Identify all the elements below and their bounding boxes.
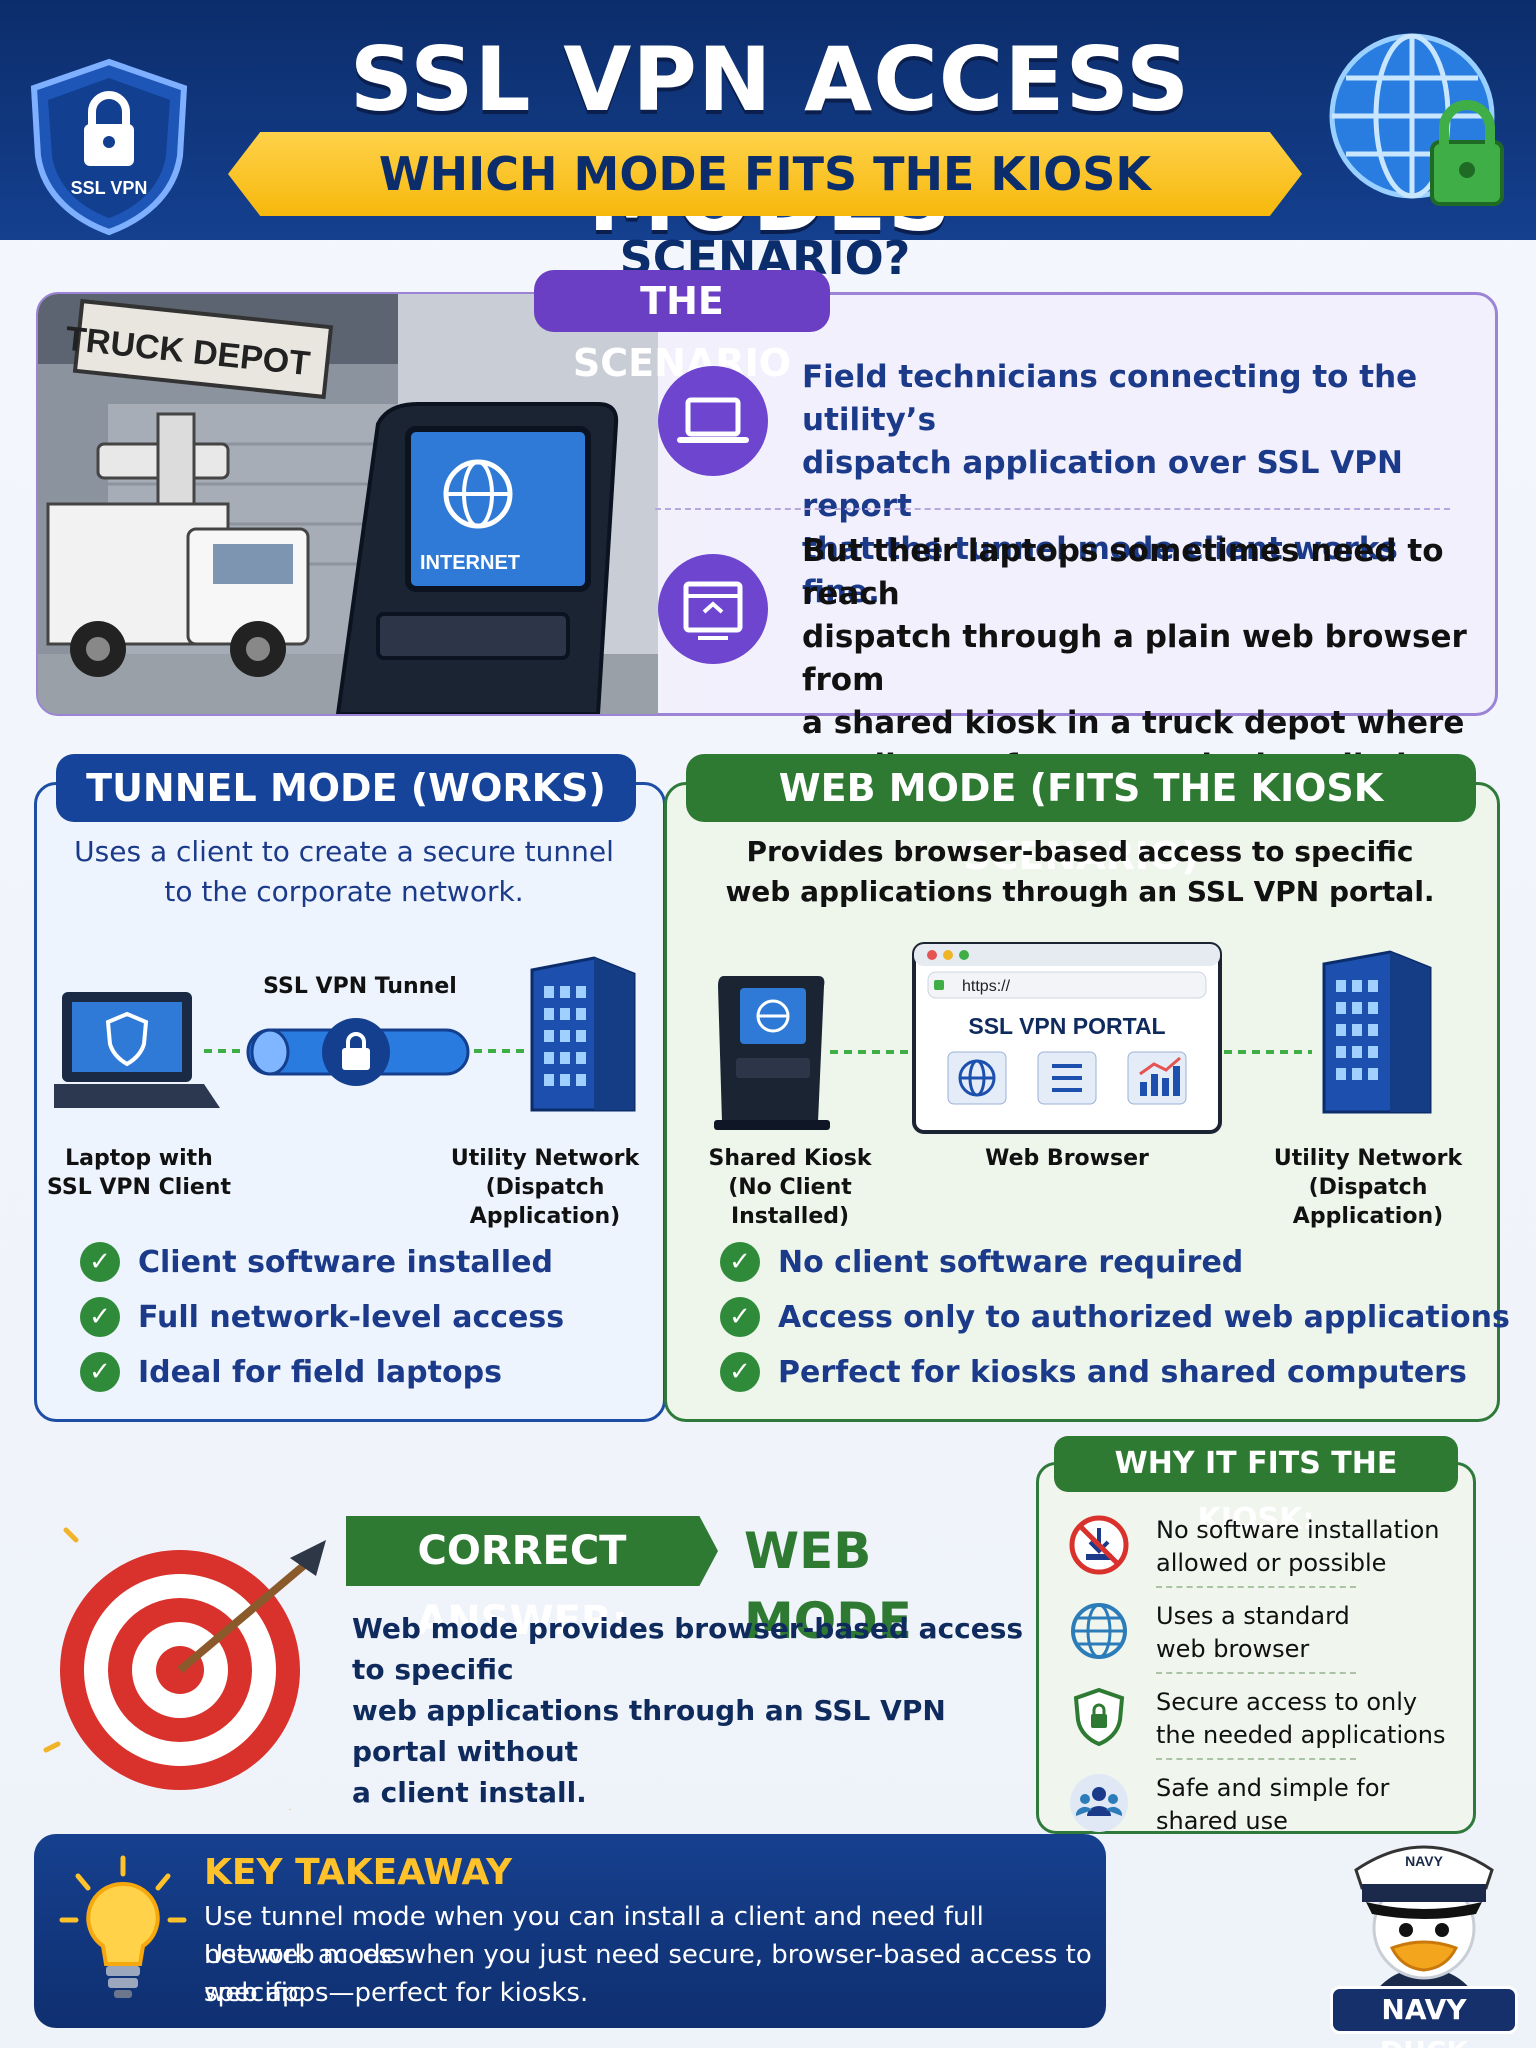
takeaway-line: web apps—perfect for kiosks. — [204, 1978, 589, 2008]
web-mode-description: Provides browser-based access to specifi… — [725, 835, 1435, 908]
check-icon: ✓ — [80, 1352, 120, 1392]
answer-explanation: Web mode provides browser-based access t… — [352, 1612, 1024, 1809]
scenario-text-2: But their laptops sometimes need to reac… — [802, 533, 1467, 784]
laptop-label: Laptop with SSL VPN Client — [47, 1146, 231, 1200]
browser-url: https:// — [962, 978, 1011, 995]
shield-label: SSL VPN — [71, 178, 148, 198]
scenario-heading: THE SCENARIO — [534, 270, 830, 385]
globe-lock-icon — [1329, 33, 1504, 206]
utility-network-label: Utility Network (Dispatch Application) — [450, 1146, 640, 1229]
shared-kiosk-label: Shared Kiosk (No Client Installed) — [708, 1146, 872, 1229]
check-icon: ✓ — [720, 1297, 760, 1337]
tunnel-label: SSL VPN Tunnel — [263, 974, 457, 999]
check-icon: ✓ — [720, 1242, 760, 1282]
check-item: ✓No client software required — [720, 1238, 1480, 1286]
subtitle-ribbon — [228, 132, 1302, 216]
web-browser-label: Web Browser — [985, 1146, 1149, 1171]
check-icon: ✓ — [80, 1242, 120, 1282]
target-dart-icon — [43, 1527, 326, 1810]
tunnel-mode-heading: TUNNEL MODE (WORKS) — [56, 754, 636, 822]
truck-depot-kiosk-illustration: TRUCK DEPOT INTERNET — [38, 294, 658, 714]
page-subtitle: WHICH MODE FITS THE KIOSK SCENARIO? — [378, 147, 1152, 285]
takeaway-line: Use tunnel mode when you can install a c… — [204, 1902, 984, 1970]
web-mode-diagram: https:// SSL VPN PORTAL — [714, 942, 1432, 1134]
no-install-icon — [1069, 1515, 1129, 1575]
portal-globe-icon — [947, 1051, 1007, 1105]
tunnel-diagram — [54, 956, 636, 1112]
check-item: ✓Ideal for field laptops — [80, 1348, 640, 1396]
portal-title: SSL VPN PORTAL — [968, 1013, 1165, 1039]
web-checklist: ✓No client software required ✓Access onl… — [720, 1238, 1510, 1396]
tunnel-mode-description: Uses a client to create a secure tunnel … — [74, 835, 614, 908]
navy-duck-badge: NAVY DUCK — [1330, 1986, 1518, 2048]
portal-chart-icon — [1127, 1051, 1187, 1105]
globe-icon — [1071, 1603, 1127, 1659]
takeaway-line: Use web mode when you just need secure, … — [204, 1940, 1092, 2008]
users-icon — [1070, 1774, 1128, 1832]
key-takeaway-title: KEY TAKEAWAY — [204, 1852, 513, 1893]
portal-list-icon — [1037, 1051, 1097, 1105]
why-it-fits-heading: WHY IT FITS THE KIOSK: — [1054, 1436, 1458, 1537]
check-item: ✓Access only to authorized web applicati… — [720, 1293, 1510, 1341]
correct-answer-value: WEB MODE — [744, 1522, 912, 1650]
page-title: SSL VPN ACCESS MODES — [349, 28, 1191, 251]
cap-label: NAVY — [1405, 1853, 1444, 1869]
shield-lock-logo-icon: SSL VPN — [30, 58, 188, 236]
kiosk-icon — [714, 976, 830, 1130]
scenario-divider — [655, 508, 1450, 510]
office-building-icon — [1322, 950, 1432, 1114]
office-building-icon — [530, 956, 636, 1112]
scenario-text-1: Field technicians connecting to the util… — [802, 359, 1418, 610]
laptop-icon — [54, 992, 220, 1108]
web-utility-network-label: Utility Network (Dispatch Application) — [1273, 1146, 1463, 1229]
web-mode-heading: WEB MODE (FITS THE KIOSK SCENARIO) — [686, 754, 1476, 878]
tunnel-checklist: ✓Client software installed ✓Full network… — [80, 1238, 640, 1396]
check-item: ✓Full network-level access — [80, 1293, 640, 1341]
laptop-icon — [658, 366, 768, 476]
check-item: ✓Client software installed — [80, 1238, 640, 1286]
browser-window-icon — [658, 554, 768, 664]
key-takeaway-panel — [34, 1834, 1106, 2028]
check-icon: ✓ — [720, 1352, 760, 1392]
shield-lock-icon — [1073, 1687, 1125, 1747]
lightbulb-icon — [59, 1855, 187, 1998]
kiosk-screen-label: INTERNET — [420, 552, 520, 574]
check-icon: ✓ — [80, 1297, 120, 1337]
correct-answer-label: CORRECT ANSWER: — [416, 1528, 628, 1644]
tunnel-pipe-icon — [246, 1018, 470, 1086]
check-item: ✓Perfect for kiosks and shared computers — [720, 1348, 1480, 1396]
browser-window: https:// SSL VPN PORTAL — [912, 942, 1222, 1134]
answer-ribbon — [346, 1516, 718, 1586]
